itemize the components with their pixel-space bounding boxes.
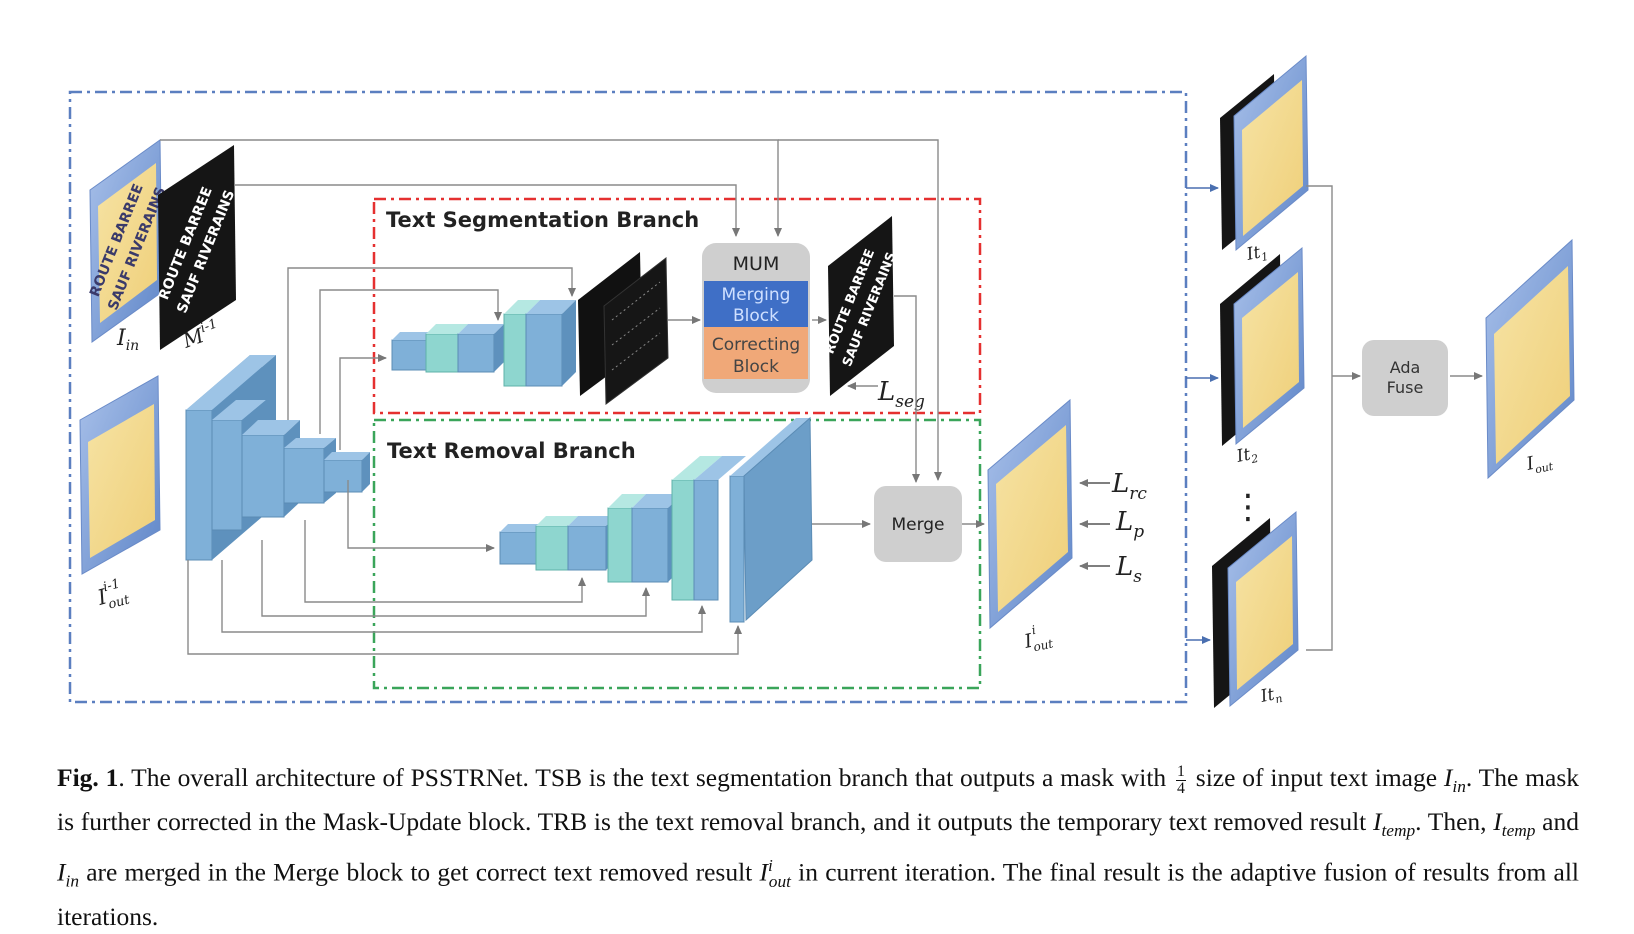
current-output-image	[987, 398, 1073, 630]
segmentation-branch-box	[372, 197, 982, 415]
label-I-out-prev: Iouti-1	[93, 575, 132, 615]
ellipsis-dots: ⋮	[1231, 487, 1265, 527]
iteration-output-2	[1220, 246, 1305, 446]
iteration-output-n	[1212, 510, 1299, 708]
segmentation-branch-title: Text Segmentation Branch	[386, 208, 699, 232]
segmentation-feature-maps	[578, 252, 669, 405]
mum-title: MUM	[733, 253, 780, 275]
caption-fig-label: Fig. 1	[57, 763, 119, 792]
correcting-block	[704, 327, 808, 379]
encoder-blocks	[185, 355, 370, 561]
removal-branch-title: Text Removal Branch	[387, 439, 636, 463]
adafuse-line1: Ada	[1390, 358, 1421, 377]
correcting-block-line2: Block	[733, 357, 779, 377]
label-I-out: Iouti	[1020, 620, 1054, 656]
removal-branch-box	[372, 418, 982, 690]
label-L-s: Ls	[1115, 552, 1142, 587]
label-It1: It1	[1244, 241, 1270, 267]
connection-lines	[160, 139, 985, 655]
merge-block	[874, 486, 962, 562]
label-L-p: Lp	[1115, 507, 1144, 542]
previous-output-image	[79, 375, 161, 575]
outer-iteration-box	[68, 90, 1188, 704]
updated-mask: ROUTE BARREE SAUF RIVERAINS	[822, 216, 900, 396]
label-I-final: Iout	[1524, 449, 1555, 478]
label-L-seg: Lseg	[877, 377, 925, 412]
merge-label: Merge	[891, 515, 944, 535]
input-mask: ROUTE BARREE SAUF RIVERAINS	[156, 145, 238, 350]
mum-module: MUM Merging Block Correcting Block	[702, 243, 810, 393]
figure-caption: Fig. 1. The overall architecture of PSST…	[57, 762, 1579, 931]
label-Itn: Itn	[1258, 683, 1284, 709]
iteration-output-1	[1220, 54, 1309, 252]
final-output-image	[1485, 238, 1575, 480]
label-I-in: Iin	[116, 326, 139, 354]
iteration-arrows	[1186, 184, 1483, 651]
adafuse-line2: Fuse	[1387, 378, 1424, 397]
adafuse-block	[1362, 340, 1448, 416]
merging-block-line1: Merging	[722, 285, 791, 305]
segmentation-decoder	[391, 300, 576, 387]
label-It2: It2	[1234, 443, 1260, 469]
architecture-diagram: Text Segmentation Branch Text Removal Br…	[68, 54, 1575, 709]
merging-block	[704, 281, 808, 327]
label-L-rc: Lrc	[1111, 469, 1147, 504]
correcting-block-line1: Correcting	[712, 335, 800, 355]
input-image: ROUTE BARREE SAUF RIVERAINS	[87, 139, 169, 343]
removal-decoder	[499, 416, 813, 623]
merging-block-line2: Block	[733, 306, 779, 326]
